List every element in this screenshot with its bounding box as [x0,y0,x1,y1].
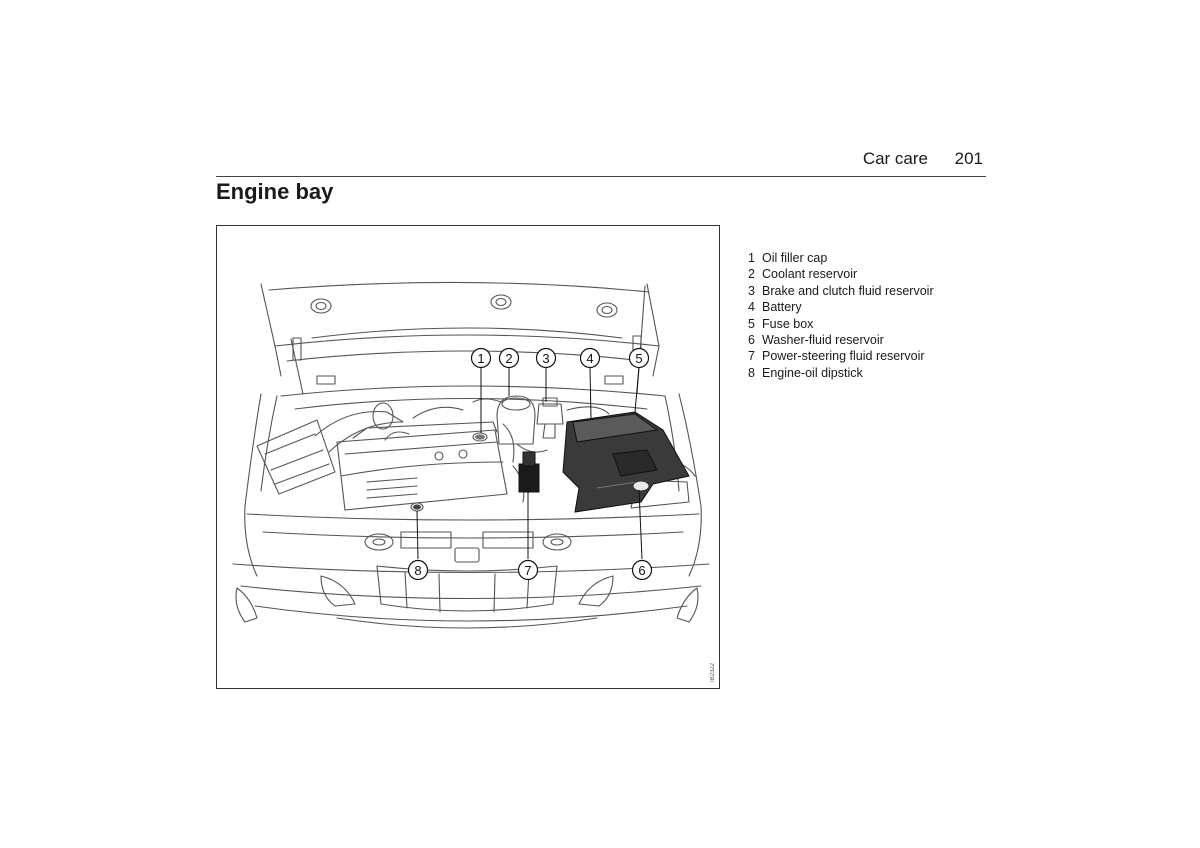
callout-4: 4 [579,347,601,369]
svg-text:1: 1 [477,351,484,366]
callout-7: 7 [517,559,539,581]
engine-bay-figure: 1 2 3 4 5 6 7 [216,225,720,689]
running-header: Car care 201 [216,149,986,175]
legend-label: Fuse box [762,316,814,331]
coolant-reservoir [496,395,536,445]
svg-text:2: 2 [505,351,512,366]
header-rule [216,176,986,177]
svg-text:3: 3 [542,351,549,366]
section-name: Car care [862,149,928,168]
callout-2: 2 [498,347,520,369]
callout-5: 5 [628,347,650,369]
battery [562,411,690,513]
legend-label: Coolant reservoir [762,267,858,282]
legend-label: Oil filler cap [762,251,828,265]
callout-8: 8 [407,559,429,581]
power-steering-reservoir [518,451,540,493]
page-number: 201 [954,149,983,168]
legend-label: Battery [762,300,802,315]
airbox [256,419,336,495]
leader-lines [416,366,643,560]
svg-text:4: 4 [586,351,593,366]
brake-fluid-reservoir [536,403,564,425]
engine-block [336,429,508,511]
legend-label: Washer-fluid reservoir [762,333,884,348]
callout-6: 6 [631,559,653,581]
legend-label: Engine-oil dipstick [762,365,863,380]
engine-bay-illustration: 1 2 3 4 5 6 7 [232,281,710,629]
legend-label: Brake and clutch fluid reservoir [762,283,934,298]
svg-text:8: 8 [414,563,421,578]
callout-3: 3 [535,347,557,369]
legend-label: Power-steering fluid reservoir [762,349,925,364]
bonnet [260,283,660,347]
svg-text:5: 5 [635,351,642,366]
svg-text:7: 7 [524,563,531,578]
svg-text:6: 6 [638,563,645,578]
page-title: Engine bay [216,179,334,204]
figure-code: IB2322 [710,662,716,682]
callout-1: 1 [470,347,492,369]
